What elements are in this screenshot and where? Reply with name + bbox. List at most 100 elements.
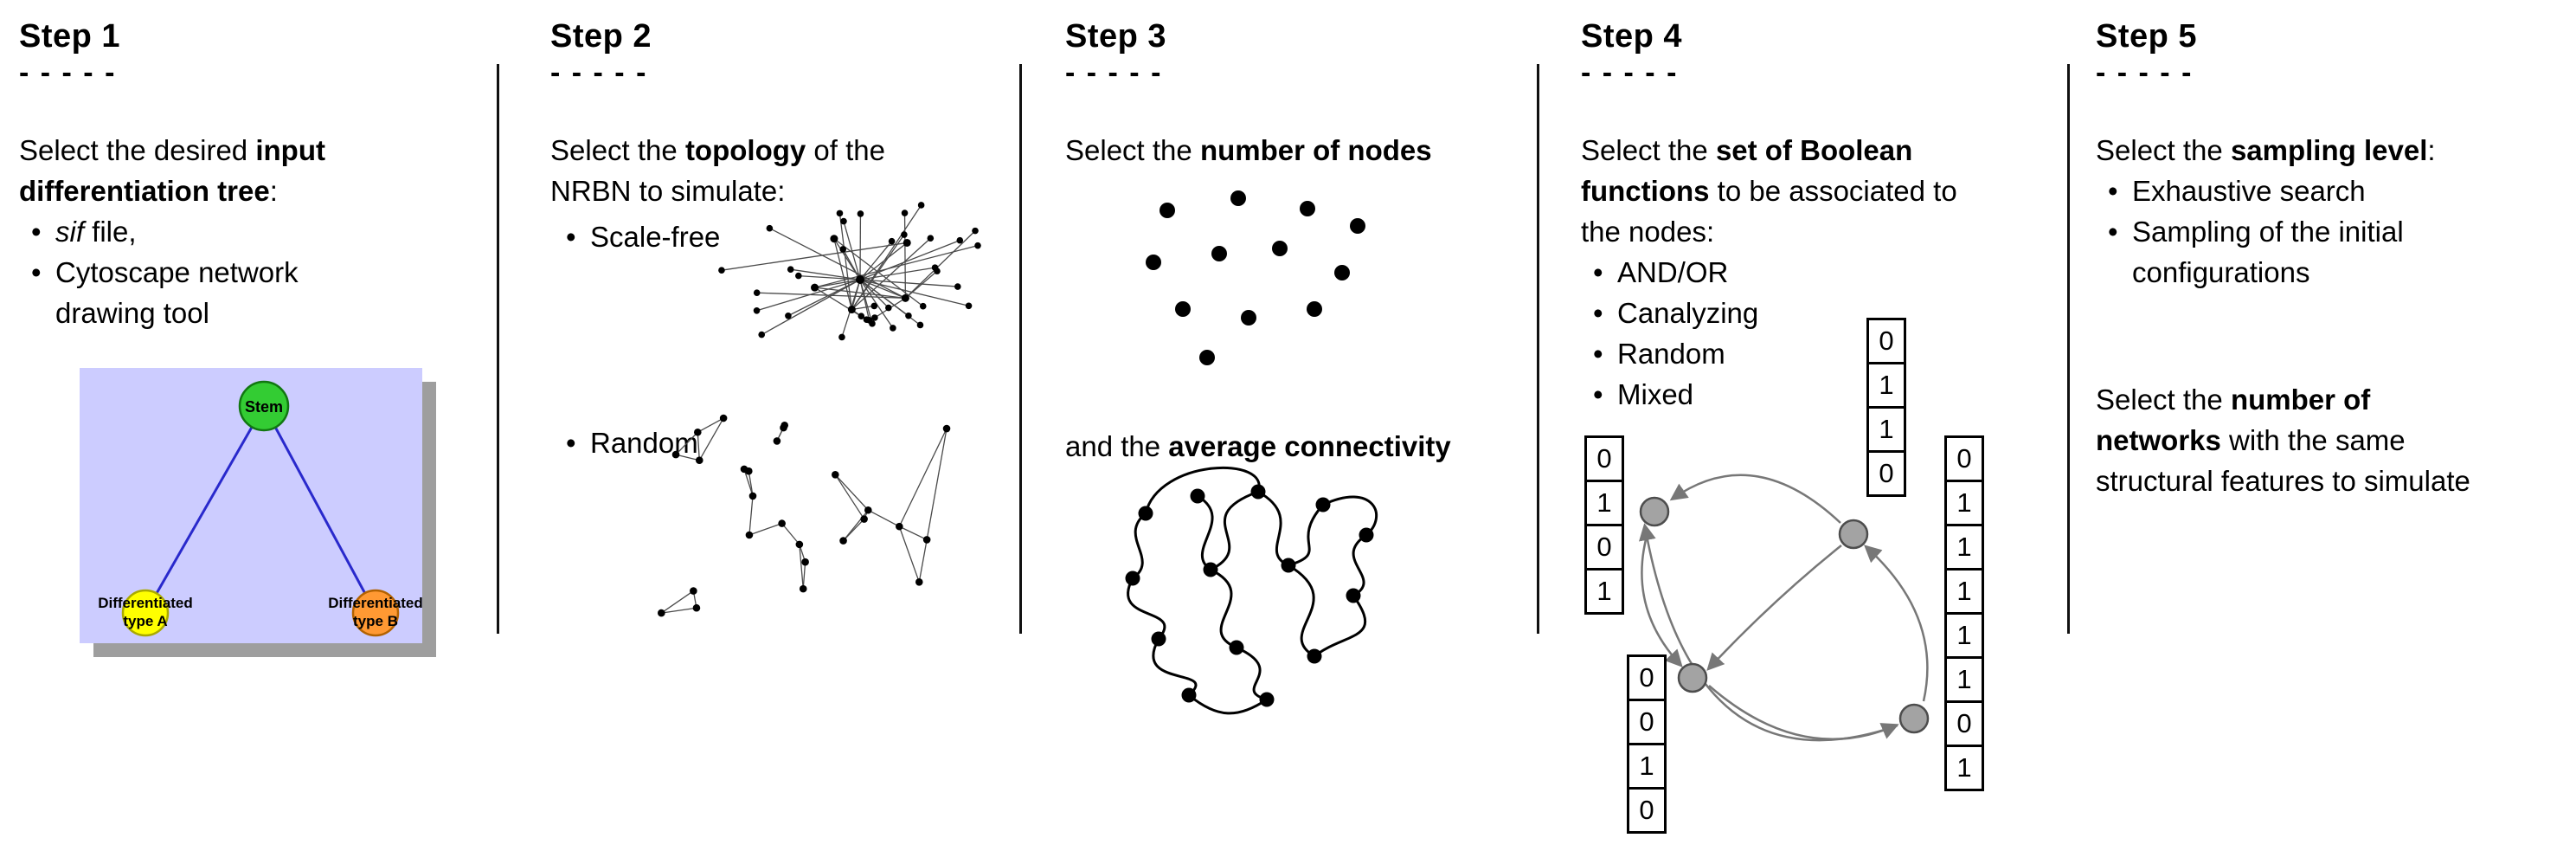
bullet-marker: • bbox=[31, 216, 42, 248]
step-3-conn-bold: average connectivity bbox=[1168, 430, 1451, 462]
step-5-intro: Select the sampling level: bbox=[2096, 130, 2570, 171]
step-4-title: Step 4 bbox=[1581, 18, 1683, 55]
truth-table-bottom-left: 0 0 1 0 bbox=[1627, 654, 1667, 834]
step-4-intro: Select the set of Boolean functions to b… bbox=[1581, 130, 1970, 252]
bullet-random: • Random bbox=[554, 422, 796, 463]
stem-node bbox=[238, 380, 290, 432]
step-5-networks-pre: Select the bbox=[2096, 384, 2231, 416]
step-1-intro: Select the desired input differentiation… bbox=[19, 130, 434, 211]
bullet-marker: • bbox=[566, 427, 576, 459]
cytoscape-text: Cytoscape network drawing tool bbox=[55, 256, 299, 329]
step-4-intro-pre: Select the bbox=[1581, 134, 1716, 166]
boolean-network-figure: 0 1 0 1 0 1 1 0 0 0 1 0 0 1 1 1 bbox=[1581, 312, 2065, 850]
step-4-intro-post: to be associated to the nodes: bbox=[1581, 175, 1957, 248]
step-3-conn-pre: and the bbox=[1065, 430, 1169, 462]
stem-label: Stem bbox=[245, 398, 283, 416]
truth-table-top: 0 1 1 0 bbox=[1866, 318, 1906, 497]
type-b-label-line2: type B bbox=[353, 613, 398, 629]
boolean-node bbox=[1838, 519, 1869, 550]
column-divider bbox=[1019, 64, 1022, 634]
step-1-column: Step 1 - - - - - Select the desired inpu… bbox=[19, 17, 452, 657]
differentiation-tree-image: Stem Differentiated type A Differentiate… bbox=[80, 368, 436, 657]
step-2-intro-post: of the NRBN to simulate: bbox=[550, 134, 885, 207]
step-1-intro-pre: Select the desired bbox=[19, 134, 256, 166]
boolean-network-graph bbox=[1638, 474, 1930, 742]
column-divider bbox=[1537, 64, 1539, 634]
step-4-dashes: - - - - - bbox=[1581, 56, 1679, 89]
step-2-intro-pre: Select the bbox=[550, 134, 685, 166]
step-4-column: Step 4 - - - - - Select the set of Boole… bbox=[1581, 17, 2067, 834]
truth-table-cell: 0 bbox=[1866, 318, 1906, 364]
step-2-column: Step 2 - - - - - Select the topology of … bbox=[550, 17, 1022, 617]
truth-table-cell: 1 bbox=[1584, 568, 1624, 615]
bullet-and-or: • AND/OR bbox=[1581, 252, 2067, 293]
truth-table-cell: 1 bbox=[1944, 568, 1984, 615]
and-or-label: AND/OR bbox=[1617, 256, 1729, 288]
step-3-column: Step 3 - - - - - Select the number of no… bbox=[1065, 17, 1537, 715]
bullet-marker: • bbox=[31, 256, 42, 288]
scale-free-network-image bbox=[706, 184, 985, 396]
step-5-networks-post: with the same structural features to sim… bbox=[2096, 424, 2470, 497]
step-3-nodes-pre: Select the bbox=[1065, 134, 1200, 166]
step-3-title: Step 3 bbox=[1065, 18, 1167, 55]
truth-table-cell: 1 bbox=[1584, 480, 1624, 526]
bullet-marker: • bbox=[1593, 297, 1603, 329]
truth-table-cell: 1 bbox=[1627, 743, 1667, 790]
random-label: Random bbox=[590, 427, 698, 459]
truth-table-cell: 1 bbox=[1944, 745, 1984, 791]
truth-table-right: 0 1 1 1 1 1 0 1 bbox=[1944, 435, 1984, 791]
truth-table-cell: 0 bbox=[1584, 524, 1624, 571]
truth-table-cell: 1 bbox=[1866, 406, 1906, 453]
bullet-marker: • bbox=[2108, 175, 2118, 207]
random-fn-label: Random bbox=[1617, 338, 1725, 370]
scale-free-label: Scale-free bbox=[590, 221, 721, 253]
truth-table-cell: 0 bbox=[1866, 450, 1906, 497]
bullet-random-fn: • Random bbox=[1581, 333, 2067, 374]
step-1-intro-post: : bbox=[269, 175, 278, 207]
connectivity-network-image bbox=[1107, 466, 1391, 723]
truth-table-cell: 1 bbox=[1866, 362, 1906, 409]
truth-table-cell: 0 bbox=[1944, 700, 1984, 747]
truth-table-cell: 1 bbox=[1944, 524, 1984, 571]
type-a-label-line1: Differentiated bbox=[98, 595, 193, 611]
canalyzing-label: Canalyzing bbox=[1617, 297, 1759, 329]
bullet-marker: • bbox=[1593, 256, 1603, 288]
bullet-mixed: • Mixed bbox=[1581, 374, 2067, 415]
type-a-label-line2: type A bbox=[123, 613, 167, 629]
mixed-label: Mixed bbox=[1617, 378, 1694, 410]
step-5-title: Step 5 bbox=[2096, 18, 2198, 55]
step-5-networks-bold: number of networks bbox=[2096, 384, 2371, 456]
column-divider bbox=[497, 64, 499, 634]
truth-table-cell: 1 bbox=[1944, 480, 1984, 526]
step-3-nodes-bold: number of nodes bbox=[1199, 134, 1432, 166]
boolean-node bbox=[1677, 662, 1708, 693]
step-5-column: Step 5 - - - - - Select the sampling lev… bbox=[2096, 17, 2570, 501]
boolean-node bbox=[1898, 703, 1930, 734]
step-2-intro-bold: topology bbox=[684, 134, 806, 166]
step-3-dashes: - - - - - bbox=[1065, 56, 1163, 89]
tree-edges bbox=[144, 405, 377, 614]
step-5-intro-bold: sampling level bbox=[2230, 134, 2428, 166]
step-2-dashes: - - - - - bbox=[550, 56, 648, 89]
bullet-marker: • bbox=[1593, 338, 1603, 370]
step-3-connectivity-text: and the average connectivity bbox=[1065, 426, 1451, 467]
truth-table-cell: 1 bbox=[1944, 656, 1984, 703]
bullet-sif-file: • sif file, bbox=[19, 211, 452, 252]
bullet-marker: • bbox=[566, 221, 576, 253]
step-5-networks-text: Select the number of networks with the s… bbox=[2096, 379, 2570, 501]
type-b-node bbox=[351, 589, 400, 637]
sampling-label: Sampling of the initial configurations bbox=[2132, 216, 2404, 288]
bullet-scale-free: • Scale-free bbox=[554, 216, 796, 257]
step-5-dashes: - - - - - bbox=[2096, 56, 2194, 89]
truth-table-cell: 0 bbox=[1584, 435, 1624, 482]
step-1-title: Step 1 bbox=[19, 18, 121, 55]
truth-table-cell: 1 bbox=[1944, 612, 1984, 659]
column-divider bbox=[2067, 64, 2070, 634]
type-b-label-line1: Differentiated bbox=[328, 595, 423, 611]
truth-table-cell: 0 bbox=[1627, 787, 1667, 834]
bullet-marker: • bbox=[1593, 378, 1603, 410]
random-network-image bbox=[647, 403, 966, 646]
bullet-cytoscape: • Cytoscape network drawing tool bbox=[19, 252, 452, 333]
step-2-intro: Select the topology of the NRBN to simul… bbox=[550, 130, 944, 211]
